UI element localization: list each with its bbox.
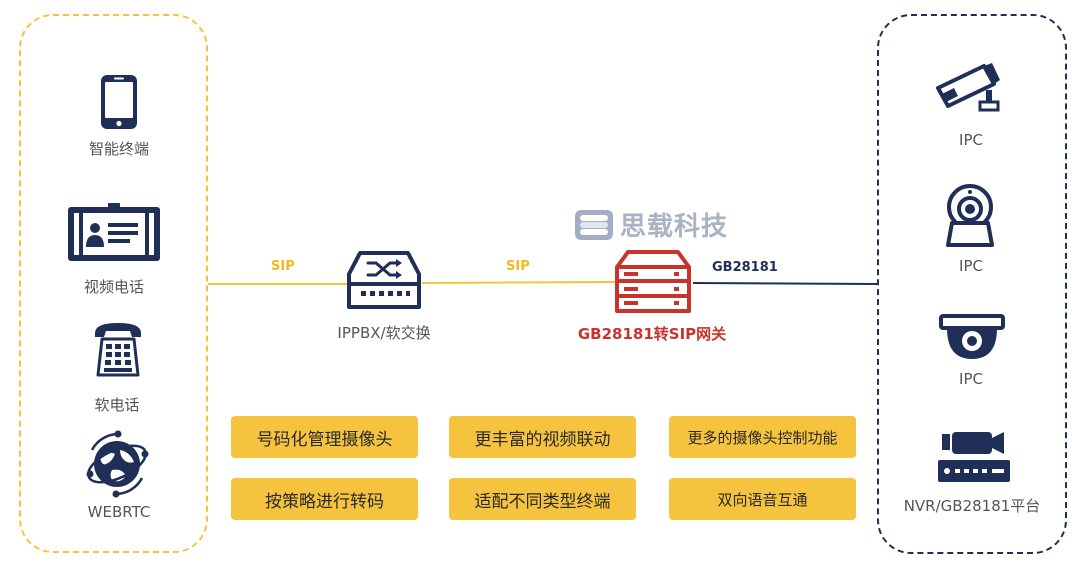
sip-link-ippbx-gateway [421,280,616,284]
gb28181-link-gateway-cameras [692,282,879,285]
brand-logo-icon [575,209,613,240]
ipc-label: IPC [959,257,983,275]
feature-policy-transcoding: 按策略进行转码 [231,478,418,520]
gateway-label: GB28181转SIP网关 [577,325,727,343]
ippbx-label: IPPBX/软交换 [337,324,431,342]
webrtc-globe-icon [86,430,149,498]
sip-link-label: SIP [271,259,295,274]
ipc-label: IPC [959,131,983,149]
nvr-platform-label: NVR/GB28181平台 [903,497,1041,515]
smart-terminal-label: 智能终端 [88,140,150,158]
softphone-label: 软电话 [94,396,140,414]
feature-video-linkage: 更丰富的视频联动 [449,416,636,458]
video-phone-label: 视频电话 [83,278,145,296]
webrtc-label: WEBRTC [87,503,151,521]
gb28181-link-label: GB28181 [712,260,778,275]
desk-phone-icon [95,323,141,377]
feature-terminal-adaptation: 适配不同类型终端 [449,478,636,520]
feature-two-way-audio: 双向语音互通 [669,478,856,520]
sip-link-label: SIP [506,259,530,274]
brand-watermark-text: 思载科技 [620,212,729,242]
smartphone-icon [101,75,137,129]
ipc-label: IPC [959,370,983,388]
feature-camera-control: 更多的摄像头控制功能 [669,416,856,458]
terminal-group-box [19,14,208,553]
ippbx-switch-icon [347,251,421,309]
nvr-recorder-icon [938,432,1010,482]
feature-number-management: 号码化管理摄像头 [231,416,418,458]
dome-camera-icon [939,314,1005,359]
ptz-camera-icon [946,184,994,247]
gateway-server-icon [615,250,691,313]
camera-group-box [877,14,1067,554]
video-phone-icon [68,203,160,261]
bullet-camera-icon [936,63,1000,112]
sip-link-terminals-ippbx [208,283,348,285]
brand-watermark: 思载科技 [574,206,728,243]
